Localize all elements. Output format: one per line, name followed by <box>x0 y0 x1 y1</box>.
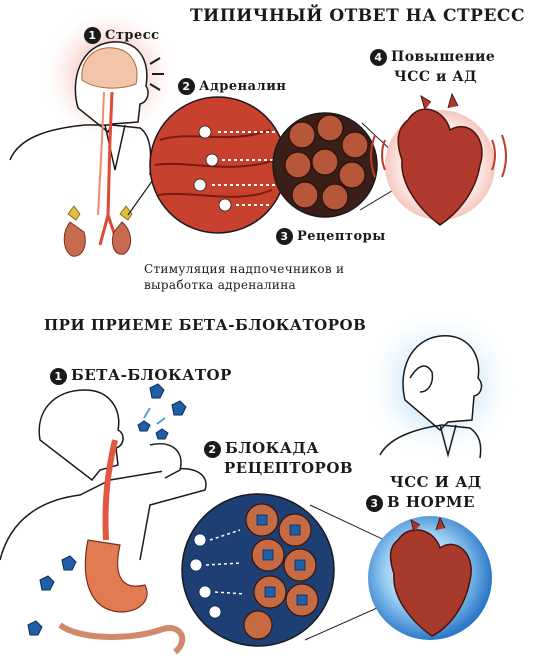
caption-line1: Стимуляция надпочечников и <box>144 262 345 276</box>
caption-line2: выработка адреналина <box>144 278 296 292</box>
stressed-heart <box>370 92 507 226</box>
stress-step-3: 3 Рецепторы <box>276 228 386 245</box>
stress-step-1: 1 Стресс <box>84 27 160 44</box>
adrenal-gland-icon <box>63 205 133 257</box>
stress-step-2: 2 Адреналин <box>178 78 286 95</box>
blocked-receptors-circle <box>181 493 396 647</box>
heart-icon <box>397 108 483 226</box>
adrenaline-bubble <box>127 96 287 234</box>
step-number-badge: 4 <box>370 48 387 66</box>
step-label-line1: ЧСС И АД <box>390 473 482 491</box>
receptor-cells-circle <box>272 112 411 218</box>
step-number-badge: 3 <box>276 228 293 245</box>
step-number-badge: 1 <box>84 27 101 44</box>
calm-heart <box>368 516 492 640</box>
pill-icon <box>27 383 187 636</box>
step-number-badge: 3 <box>366 494 383 512</box>
step-label-line1: БЛОКАДА <box>225 439 320 457</box>
step-label: Адреналин <box>199 79 287 94</box>
step-number-badge: 1 <box>50 367 67 385</box>
beta-section-title: ПРИ ПРИЕМЕ БЕТА-БЛОКАТОРОВ <box>44 316 367 334</box>
step-label-line2: В НОРМЕ <box>387 493 475 511</box>
step-label-line2: ЧСС и АД <box>394 69 478 85</box>
stress-section-title: ТИПИЧНЫЙ ОТВЕТ НА СТРЕСС <box>190 6 525 26</box>
step-label: Рецепторы <box>297 229 386 244</box>
step-number-badge: 2 <box>178 78 195 95</box>
stress-person-figure <box>9 5 180 257</box>
receptor-cell-icon <box>284 114 369 211</box>
step-label-line2: РЕЦЕПТОРОВ <box>224 459 354 477</box>
step-label-line1: Повышение <box>391 49 496 65</box>
heart-icon <box>389 529 472 637</box>
stomach-icon <box>58 539 186 655</box>
stress-caption: Стимуляция надпочечников и выработка адр… <box>144 261 344 293</box>
step-number-badge: 2 <box>204 440 221 458</box>
brain-icon <box>81 47 138 89</box>
calm-person-figure <box>362 307 518 463</box>
step-label: Стресс <box>105 28 160 43</box>
step-label: БЕТА-БЛОКАТОР <box>71 366 232 384</box>
pill-taking-person-figure <box>0 383 207 655</box>
